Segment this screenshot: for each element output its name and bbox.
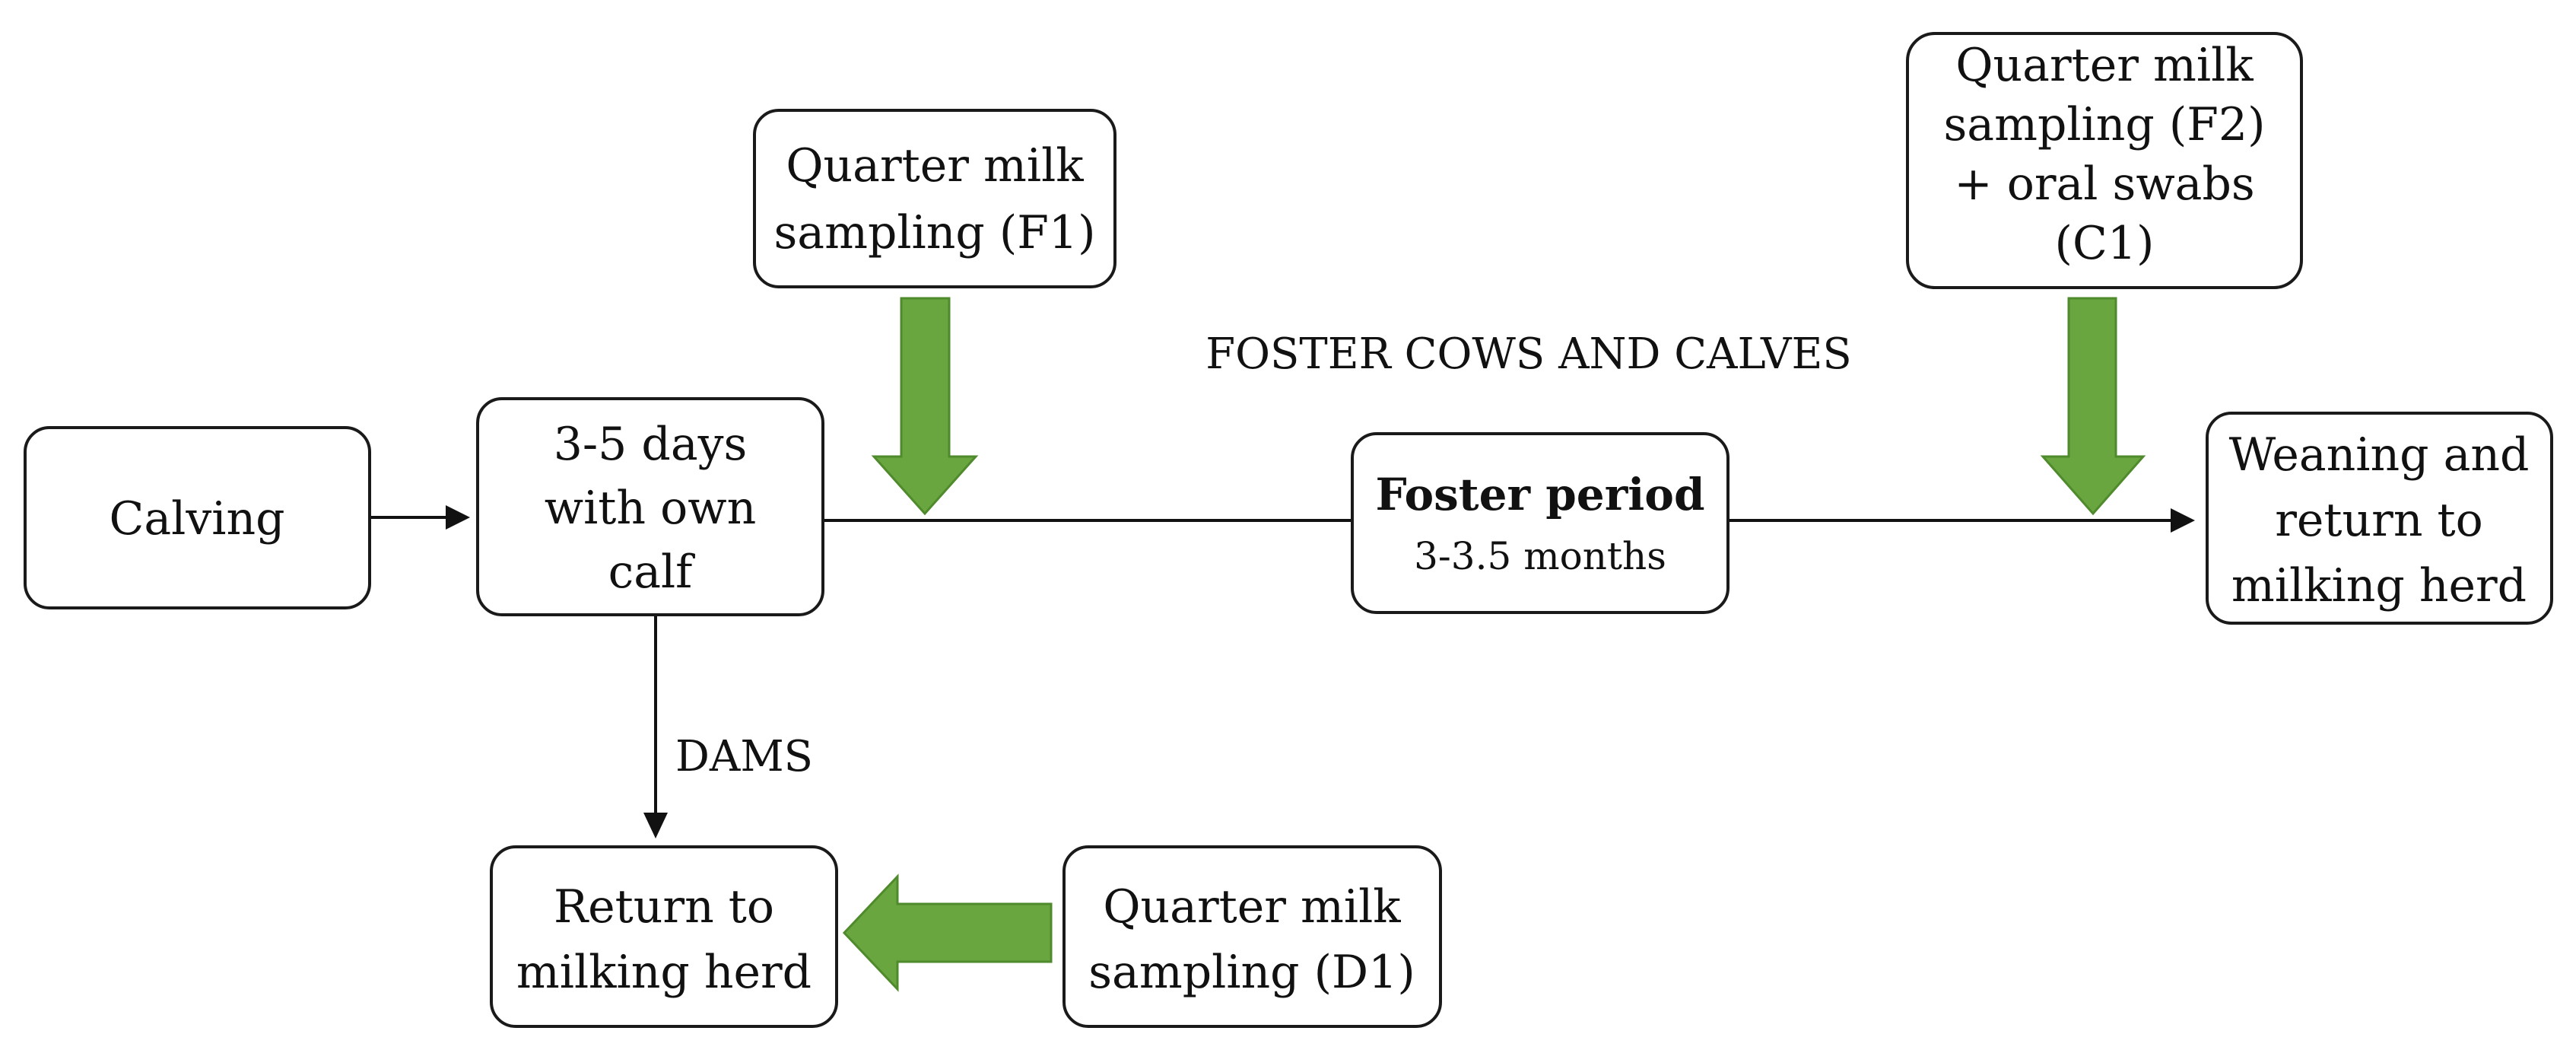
node-foster-period-subtitle: 3-3.5 months	[1414, 534, 1666, 578]
sampling-arrow-d1	[842, 873, 1053, 992]
sampling-arrow-f1	[871, 297, 979, 516]
arrowhead-own-calf	[446, 505, 470, 530]
node-sampling-f2: Quarter milk sampling (F2) + oral swabs …	[1906, 32, 2303, 289]
node-sampling-f1-line-2: sampling (F1)	[774, 206, 1096, 259]
node-sampling-d1-line-2: sampling (D1)	[1088, 946, 1415, 999]
node-sampling-f2-line-1: Quarter milk	[1955, 39, 2254, 92]
node-sampling-f1-line-1: Quarter milk	[786, 139, 1084, 192]
node-weaning-line-1: Weaning and	[2229, 428, 2530, 482]
node-weaning-line-3: milking herd	[2231, 559, 2527, 612]
edge-label-dams: DAMS	[675, 732, 813, 781]
node-return-dams: Return to milking herd	[490, 845, 838, 1028]
arrowhead-weaning	[2171, 508, 2195, 533]
node-return-dams-line-2: milking herd	[516, 946, 812, 999]
node-own-calf-line-2: with own	[545, 482, 757, 535]
node-weaning: Weaning and return to milking herd	[2206, 412, 2553, 625]
edge-label-foster: FOSTER COWS AND CALVES	[1205, 329, 1851, 379]
node-sampling-d1: Quarter milk sampling (D1)	[1062, 845, 1442, 1028]
sampling-arrow-f2	[2040, 297, 2146, 516]
node-sampling-f1: Quarter milk sampling (F1)	[753, 109, 1116, 288]
node-sampling-f2-line-2: sampling (F2)	[1944, 98, 2266, 151]
node-own-calf-line-3: calf	[608, 546, 696, 599]
node-calving-label: Calving	[109, 492, 284, 546]
node-sampling-f2-line-4: (C1)	[2055, 217, 2155, 270]
arrowhead-return	[643, 813, 668, 838]
node-sampling-d1-line-1: Quarter milk	[1103, 880, 1401, 934]
node-return-dams-line-1: Return to	[554, 880, 774, 934]
node-foster-period: Foster period 3-3.5 months	[1351, 432, 1730, 614]
node-calving: Calving	[24, 426, 371, 609]
node-own-calf: 3-5 days with own calf	[476, 397, 824, 616]
node-own-calf-line-1: 3-5 days	[554, 418, 748, 471]
node-foster-period-title: Foster period	[1375, 469, 1704, 520]
node-sampling-f2-line-3: + oral swabs	[1954, 158, 2254, 211]
node-weaning-line-2: return to	[2275, 494, 2483, 547]
